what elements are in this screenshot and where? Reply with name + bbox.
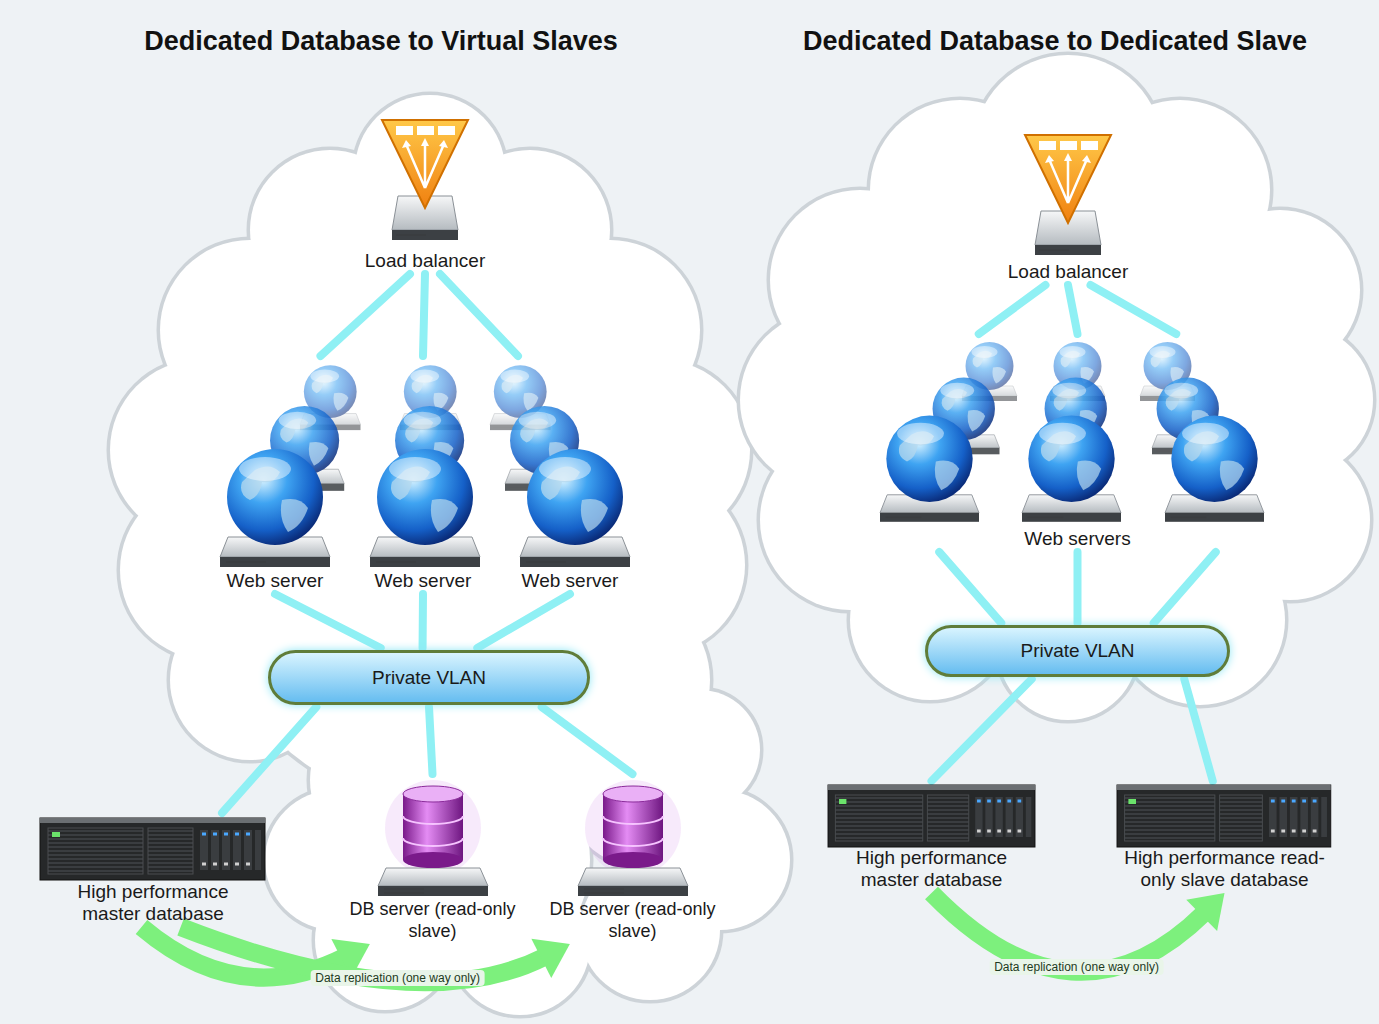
node-label: Web server [375,570,472,592]
network-link [429,707,433,774]
load-balancer: Load balancer [350,118,500,272]
icon-space [1068,133,1069,261]
icon-space [570,358,571,570]
web-server-icon [220,449,330,567]
network-link [932,679,1032,781]
icon-space [632,776,633,898]
node-label: Private VLAN [1020,640,1134,662]
node-label: Load balancer [365,250,485,272]
network-link [440,274,518,356]
edge-label: Data replication (one way only) [310,970,485,986]
load-balancer-icon [382,120,468,240]
network-link [1184,679,1213,781]
network-link [1074,552,1082,623]
network-link [275,594,381,648]
load-balancer-icon [1025,135,1111,255]
slave-database: High performance read-only slave databas… [1107,783,1342,891]
db-server: DB server (read-only slave) [343,776,522,942]
rack-server-icon [40,818,265,880]
network-link [321,274,411,356]
node-label: Web server [522,570,619,592]
node-label: High performance master database [842,847,1022,891]
panel-title: Dedicated Database to Dedicated Slave [803,26,1307,57]
web-server: Web server [210,358,340,592]
web-server-icon [1022,416,1121,522]
network-link [477,594,570,648]
web-server: Web server [505,358,635,592]
web-server-icon [880,416,979,522]
web-server-icon [520,449,630,567]
vlan-band: Private VLAN [268,650,590,705]
web-server-icon [1165,416,1264,522]
network-link [423,274,425,356]
vlan-band: Private VLAN [925,625,1230,677]
cloud-fill [740,55,1373,720]
node-label: Private VLAN [372,667,486,689]
icon-space [1224,783,1225,847]
network-link [979,285,1046,334]
network-link [419,594,427,648]
node-label: Load balancer [1008,261,1128,283]
network-link [1091,285,1177,334]
arrow-head [1186,893,1224,931]
rack-server-icon [828,785,1035,847]
node-label: Web server [227,570,324,592]
db-server-icon [578,780,688,896]
web-server-icon [370,449,480,567]
master-database: High performance master database [826,783,1037,891]
network-link [1154,552,1216,623]
network-link [939,552,1001,623]
icon-space [931,783,932,847]
icon-space [153,815,154,881]
db-server-icon [378,780,488,896]
load-balancer: Load balancer [993,133,1143,283]
icon-space [275,358,276,570]
web-server: Web server [358,358,488,592]
node-label: High performance read-only slave databas… [1111,847,1339,891]
arrow-head [531,939,569,978]
network-link [542,707,633,774]
icon-space [432,776,433,898]
node-label: DB server (read-only slave) [543,898,722,942]
node-label: DB server (read-only slave) [343,898,522,942]
master-database: High performance master database [38,815,268,925]
panel-title: Dedicated Database to Virtual Slaves [144,26,618,57]
cloud-outline [740,55,1373,720]
node-label: High performance master database [63,881,243,925]
web-server-group: Web servers [880,336,1275,550]
network-link [222,707,316,813]
icon-space [425,118,426,250]
icon-space [1077,336,1078,528]
db-server: DB server (read-only slave) [543,776,722,942]
node-label: Web servers [1024,528,1130,550]
edge-label: Data replication (one way only) [989,959,1164,975]
icon-space [423,358,424,570]
network-link [1068,285,1078,334]
rack-server-icon [1117,785,1331,847]
